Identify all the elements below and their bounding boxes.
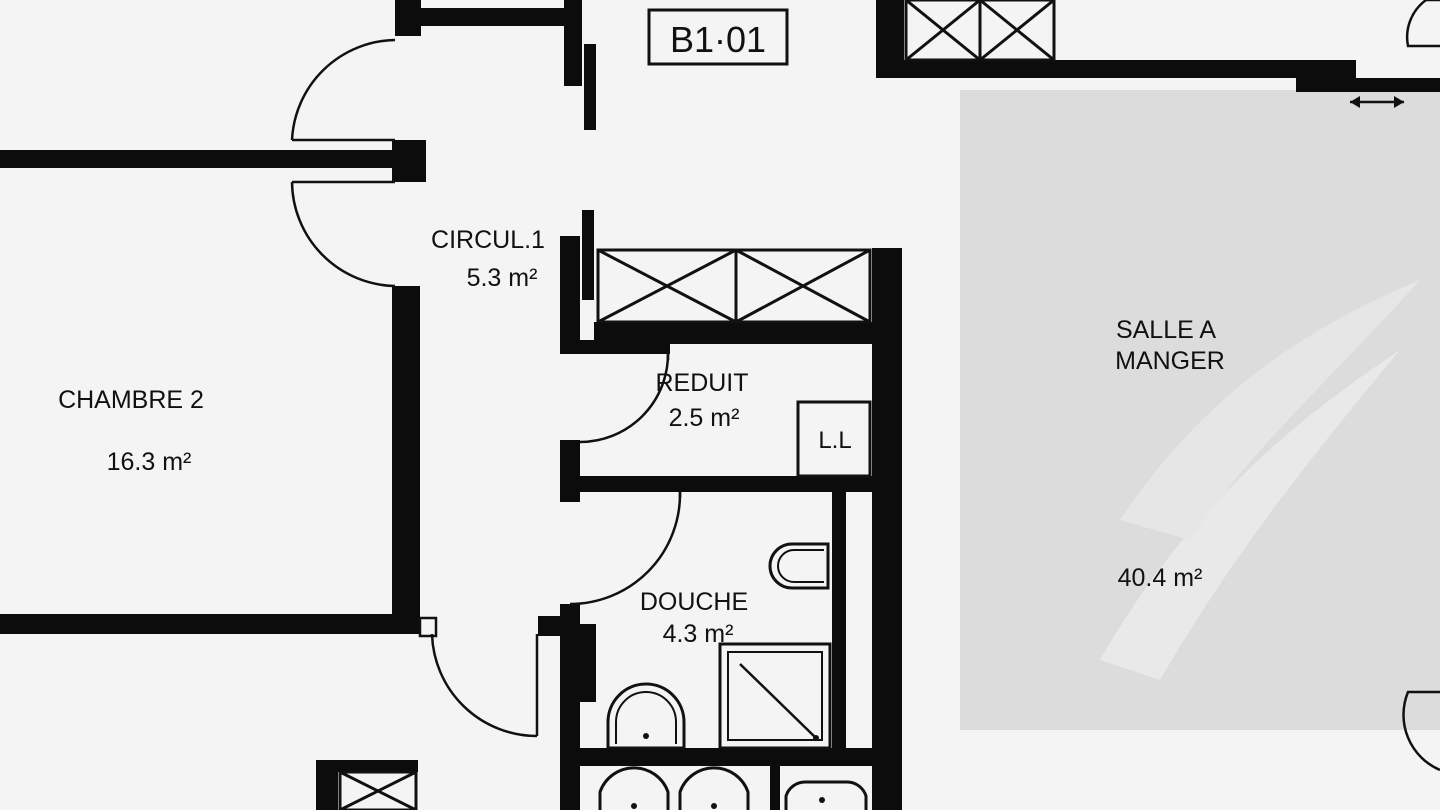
sink-bottom-right-icon xyxy=(784,780,868,810)
unit-id-label: B1·01 xyxy=(670,19,766,60)
sliding-arrow xyxy=(1350,96,1404,108)
sink-bottom-middle-icon xyxy=(678,766,750,810)
door-bottom-left xyxy=(418,616,560,738)
washbasin-icon xyxy=(606,682,686,750)
storage-closet-top xyxy=(596,248,872,324)
dining-room-area xyxy=(960,90,1440,730)
shower-tray-icon xyxy=(718,642,832,750)
room-label-chambre-2: CHAMBRE 2 xyxy=(58,386,204,414)
toilet-icon xyxy=(768,542,830,590)
room-label-salle-a-manger-line1: SALLE A xyxy=(1116,316,1216,344)
storage-closet-top-right xyxy=(904,0,1056,62)
room-area-chambre-2: 16.3 m² xyxy=(107,448,192,476)
room-area-salle-a-manger: 40.4 m² xyxy=(1118,564,1203,592)
room-label-salle-a-manger-line2: MANGER xyxy=(1115,347,1225,375)
sink-bottom-left-icon xyxy=(598,766,670,810)
unit-id-box: B1·01 xyxy=(647,8,789,66)
door-right-bottom xyxy=(1402,690,1440,772)
room-label-douche: DOUCHE xyxy=(640,588,748,616)
room-area-douche: 4.3 m² xyxy=(663,620,734,648)
storage-closet-bottom-left xyxy=(338,770,418,810)
laundry-box xyxy=(796,400,872,478)
room-label-circulation: CIRCUL.1 xyxy=(431,226,545,254)
room-area-reduit: 2.5 m² xyxy=(669,404,740,432)
laundry-label: L.L xyxy=(818,427,851,454)
door-reduit xyxy=(579,353,670,444)
door-right-top xyxy=(1405,0,1440,48)
room-area-circulation: 5.3 m² xyxy=(467,264,538,292)
door-chambre-2-upper xyxy=(290,38,396,288)
room-label-reduit: REDUIT xyxy=(655,369,748,397)
door-douche xyxy=(569,491,682,606)
